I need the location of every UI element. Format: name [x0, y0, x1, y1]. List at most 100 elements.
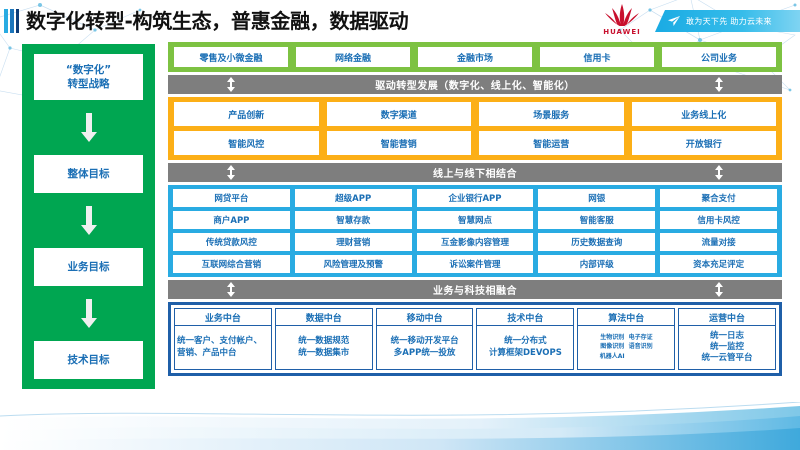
- double-arrow-icon-1b: [714, 77, 724, 96]
- arrow-down-icon-3: [34, 286, 143, 341]
- capability-0-2[interactable]: 场景服务: [479, 102, 624, 126]
- application-2-2[interactable]: 互金影像内容管理: [416, 233, 534, 251]
- application-1-1[interactable]: 智慧存款: [294, 211, 412, 229]
- platform-col-4-body: 生物识别 电子存证 图像识别 语音识别 机器人AI: [578, 326, 674, 369]
- slogan-text: 敢为天下先 助力云未来: [686, 16, 772, 26]
- strategy-step-0-line1: “数字化”: [65, 63, 112, 76]
- application-1-2[interactable]: 智慧网点: [416, 211, 534, 229]
- page-title: 数字化转型-构筑生态，普惠金融，数据驱动: [26, 9, 409, 33]
- connector-bar-1: 驱动转型发展（数字化、线上化、智能化）: [168, 75, 782, 94]
- algo-item-spacer: [629, 353, 653, 361]
- capability-0-3[interactable]: 业务线上化: [631, 102, 776, 126]
- content-column: 零售及小微金融 网络金融 金融市场 信用卡 公司业务 驱动转型发展（数字化、线上…: [168, 42, 782, 398]
- connector-bar-3: 业务与科技相融合: [168, 280, 782, 299]
- strategy-step-1[interactable]: 整体目标: [34, 155, 143, 193]
- double-arrow-icon-3b: [714, 282, 724, 301]
- strategy-step-3-label: 技术目标: [67, 353, 110, 366]
- application-0-0[interactable]: 网贷平台: [173, 189, 290, 207]
- platform-col-1-body: 统一数据规范统一数据集市: [298, 336, 350, 358]
- application-1-0[interactable]: 商户APP: [173, 211, 290, 229]
- capability-1-3[interactable]: 开放银行: [631, 131, 776, 155]
- double-arrow-icon-1a: [226, 77, 236, 96]
- double-arrow-icon-3a: [226, 282, 236, 301]
- algo-capability-grid: 生物识别 电子存证 图像识别 语音识别 机器人AI: [600, 334, 653, 361]
- platform-col-4-title: 算法中台: [578, 309, 675, 326]
- double-arrow-icon-2a: [226, 165, 236, 184]
- platform-col-0-title: 业务中台: [175, 309, 271, 326]
- accent-bar-1: [4, 9, 8, 33]
- platform-col-5-title: 运营中台: [679, 309, 775, 326]
- algo-item-3: 语音识别: [628, 343, 653, 351]
- slide-body: “数字化” 转型战略 整体目标 业务目标 技术目标: [0, 42, 800, 402]
- business-line-1[interactable]: 网络金融: [296, 47, 410, 67]
- strategy-column: “数字化” 转型战略 整体目标 业务目标 技术目标: [22, 44, 155, 389]
- platform-col-2[interactable]: 移动中台 统一移动开发平台多APP统一投放: [375, 308, 474, 370]
- strategy-step-2-label: 业务目标: [67, 260, 110, 273]
- algo-item-2: 图像识别: [600, 343, 625, 351]
- strategy-step-2[interactable]: 业务目标: [34, 248, 143, 286]
- application-3-0[interactable]: 互联网综合营销: [173, 255, 290, 273]
- business-line-2[interactable]: 金融市场: [418, 47, 532, 67]
- application-2-4[interactable]: 流量对接: [660, 233, 777, 251]
- algo-item-1: 电子存证: [628, 333, 653, 341]
- footer-swoosh-decoration: [0, 402, 800, 450]
- application-0-2[interactable]: 企业银行APP: [416, 189, 534, 207]
- platform-col-5-body: 统一日志统一监控统一云管平台: [701, 330, 753, 364]
- platform-block: 业务中台 统一客户、支付帐户、营销、产品中台 数据中台 统一数据规范统一数据集市…: [168, 302, 782, 376]
- application-2-0[interactable]: 传统贷款风控: [173, 233, 290, 251]
- capability-1-0[interactable]: 智能风控: [174, 131, 319, 155]
- slide-footer: DTEC Advanced Digital Technology 敢为天下先 助…: [0, 402, 800, 450]
- application-3-4[interactable]: 资本充足评定: [660, 255, 777, 273]
- strategy-step-1-label: 整体目标: [67, 167, 110, 180]
- capability-1-2[interactable]: 智能运营: [479, 131, 624, 155]
- platform-col-2-body: 统一移动开发平台多APP统一投放: [390, 336, 459, 358]
- platform-col-3[interactable]: 技术中台 统一分布式计算框架DEVOPS: [476, 308, 575, 370]
- connector-label-2: 线上与线下相结合: [433, 169, 517, 180]
- platform-col-0-body: 统一客户、支付帐户、营销、产品中台: [177, 336, 263, 358]
- strategy-step-0[interactable]: “数字化” 转型战略: [34, 54, 143, 100]
- business-line-0[interactable]: 零售及小微金融: [174, 47, 288, 67]
- application-block: 网贷平台 超级APP 企业银行APP 网银 聚合支付 商户APP 智慧存款 智慧…: [168, 185, 782, 277]
- application-2-1[interactable]: 理财营销: [294, 233, 412, 251]
- application-3-2[interactable]: 诉讼案件管理: [416, 255, 534, 273]
- application-2-3[interactable]: 历史数据查询: [538, 233, 656, 251]
- business-line-4[interactable]: 公司业务: [662, 47, 776, 67]
- application-3-1[interactable]: 风险管理及预警: [294, 255, 412, 273]
- huawei-logo: HUAWEI: [592, 2, 652, 40]
- business-lines-band: 零售及小微金融 网络金融 金融市场 信用卡 公司业务: [168, 42, 782, 72]
- application-0-3[interactable]: 网银: [538, 189, 656, 207]
- application-1-4[interactable]: 信用卡风控: [660, 211, 777, 229]
- double-arrow-icon-2b: [714, 165, 724, 184]
- application-row-0: 网贷平台 超级APP 企业银行APP 网银 聚合支付: [173, 189, 777, 207]
- connector-label-3: 业务与科技相融合: [433, 286, 517, 297]
- capability-0-1[interactable]: 数字渠道: [326, 102, 471, 126]
- application-3-3[interactable]: 内部评级: [538, 255, 656, 273]
- arrow-down-icon-2: [34, 193, 143, 248]
- platform-col-3-body: 统一分布式计算框架DEVOPS: [488, 336, 562, 358]
- algo-item-0: 生物识别: [600, 333, 625, 341]
- platform-col-4[interactable]: 算法中台 生物识别 电子存证 图像识别 语音识别 机器人AI: [577, 308, 676, 370]
- application-row-2: 传统贷款风控 理财营销 互金影像内容管理 历史数据查询 流量对接: [173, 233, 777, 251]
- slide-header: 数字化转型-构筑生态，普惠金融，数据驱动 HUAWEI 敢为天下先 助力云未来: [0, 0, 800, 42]
- capability-0-0[interactable]: 产品创新: [174, 102, 319, 126]
- accent-bar-2: [10, 9, 14, 33]
- algo-item-4: 机器人AI: [599, 352, 625, 360]
- slogan-banner: 敢为天下先 助力云未来: [655, 10, 800, 32]
- application-0-1[interactable]: 超级APP: [294, 189, 412, 207]
- strategy-step-0-line2: 转型战略: [67, 78, 110, 90]
- capability-block: 产品创新 数字渠道 场景服务 业务线上化 智能风控 智能营销 智能运营 开放银行: [168, 97, 782, 160]
- application-1-3[interactable]: 智能客服: [538, 211, 656, 229]
- title-accent-bars: [4, 9, 19, 33]
- platform-col-0[interactable]: 业务中台 统一客户、支付帐户、营销、产品中台: [174, 308, 272, 370]
- strategy-step-3[interactable]: 技术目标: [34, 341, 143, 379]
- platform-col-1[interactable]: 数据中台 统一数据规范统一数据集市: [274, 308, 373, 370]
- huawei-flower-icon: [605, 4, 639, 26]
- capability-row-1: 智能风控 智能营销 智能运营 开放银行: [174, 131, 776, 155]
- capability-1-1[interactable]: 智能营销: [326, 131, 471, 155]
- application-0-4[interactable]: 聚合支付: [660, 189, 777, 207]
- application-row-1: 商户APP 智慧存款 智慧网点 智能客服 信用卡风控: [173, 211, 777, 229]
- platform-col-5[interactable]: 运营中台 统一日志统一监控统一云管平台: [678, 308, 776, 370]
- accent-bar-3: [16, 9, 19, 33]
- business-line-3[interactable]: 信用卡: [540, 47, 654, 67]
- platform-col-1-title: 数据中台: [275, 309, 372, 326]
